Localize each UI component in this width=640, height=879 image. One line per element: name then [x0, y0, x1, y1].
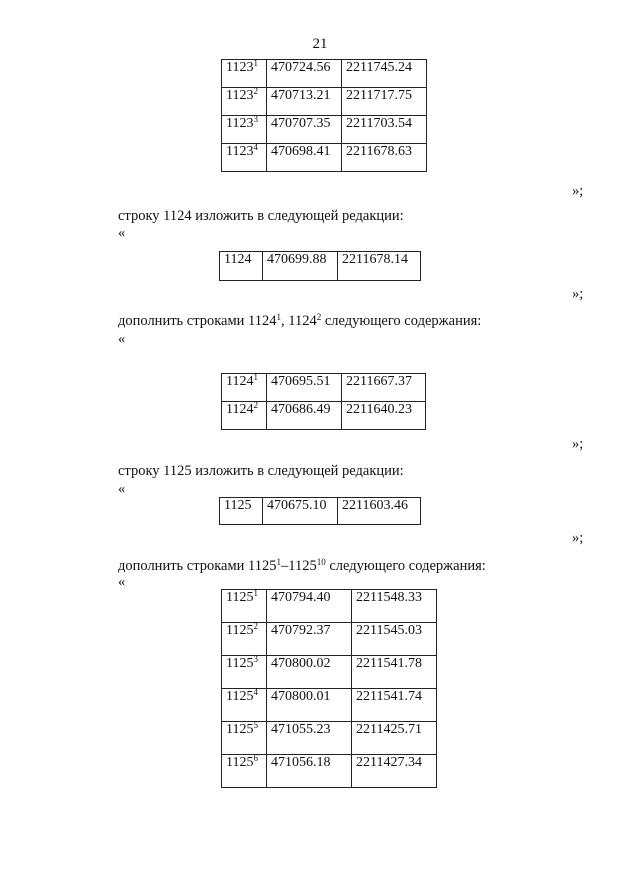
- y-coordinate-cell: 2211640.23: [341, 401, 426, 430]
- y-coordinate-cell: 2211678.14: [337, 251, 421, 281]
- point-number-cell: 1124: [219, 251, 263, 281]
- instruction-add-1124-rows: дополнить строками 11241, 11242 следующе…: [118, 312, 482, 329]
- closing-quote: »;: [572, 286, 584, 302]
- point-number-cell: 11251: [221, 588, 267, 623]
- x-coordinate-cell: 470800.01: [266, 688, 352, 722]
- y-coordinate-cell: 2211425.71: [351, 721, 437, 755]
- opening-quote: «: [118, 574, 126, 590]
- y-coordinate-cell: 2211427.34: [351, 754, 437, 788]
- point-number-cell: 11252: [221, 621, 267, 656]
- x-coordinate-cell: 470675.10: [262, 497, 338, 525]
- point-number-cell: 11242: [221, 400, 267, 430]
- point-number-cell: 11256: [221, 753, 267, 788]
- instruction-replace-1124: строку 1124 изложить в следующей редакци…: [118, 208, 404, 224]
- y-coordinate-cell: 2211541.78: [351, 655, 437, 689]
- x-coordinate-cell: 471056.18: [266, 754, 352, 788]
- point-number-cell: 11232: [221, 86, 267, 116]
- x-coordinate-cell: 470794.40: [266, 589, 352, 623]
- point-number-cell: 11255: [221, 720, 267, 755]
- point-number-cell: 11231: [221, 58, 267, 88]
- point-number-cell: 11241: [221, 372, 267, 402]
- instruction-add-1125-rows: дополнить строками 11251–112510 следующе…: [118, 557, 486, 574]
- y-coordinate-cell: 2211667.37: [341, 373, 426, 402]
- x-coordinate-cell: 471055.23: [266, 721, 352, 755]
- x-coordinate-cell: 470686.49: [266, 401, 342, 430]
- closing-quote: »;: [572, 436, 584, 452]
- page-number: 21: [312, 36, 328, 52]
- x-coordinate-cell: 470792.37: [266, 622, 352, 656]
- instruction-replace-1125: строку 1125 изложить в следующей редакци…: [118, 463, 404, 479]
- point-number-cell: 11233: [221, 114, 267, 144]
- point-number-cell: 11253: [221, 654, 267, 689]
- y-coordinate-cell: 2211541.74: [351, 688, 437, 722]
- closing-quote: »;: [572, 530, 584, 546]
- y-coordinate-cell: 2211745.24: [341, 59, 427, 88]
- point-number-cell: 11254: [221, 687, 267, 722]
- opening-quote: «: [118, 481, 126, 497]
- point-number-cell: 11234: [221, 142, 267, 172]
- x-coordinate-cell: 470695.51: [266, 373, 342, 402]
- x-coordinate-cell: 470698.41: [266, 143, 342, 172]
- closing-quote: »;: [572, 183, 584, 199]
- point-number-cell: 1125: [219, 497, 263, 525]
- y-coordinate-cell: 2211548.33: [351, 589, 437, 623]
- opening-quote: «: [118, 225, 126, 241]
- x-coordinate-cell: 470707.35: [266, 115, 342, 144]
- y-coordinate-cell: 2211678.63: [341, 143, 427, 172]
- x-coordinate-cell: 470800.02: [266, 655, 352, 689]
- y-coordinate-cell: 2211545.03: [351, 622, 437, 656]
- opening-quote: «: [118, 331, 126, 347]
- x-coordinate-cell: 470699.88: [262, 251, 338, 281]
- x-coordinate-cell: 470724.56: [266, 59, 342, 88]
- y-coordinate-cell: 2211603.46: [337, 497, 421, 525]
- y-coordinate-cell: 2211703.54: [341, 115, 427, 144]
- x-coordinate-cell: 470713.21: [266, 87, 342, 116]
- y-coordinate-cell: 2211717.75: [341, 87, 427, 116]
